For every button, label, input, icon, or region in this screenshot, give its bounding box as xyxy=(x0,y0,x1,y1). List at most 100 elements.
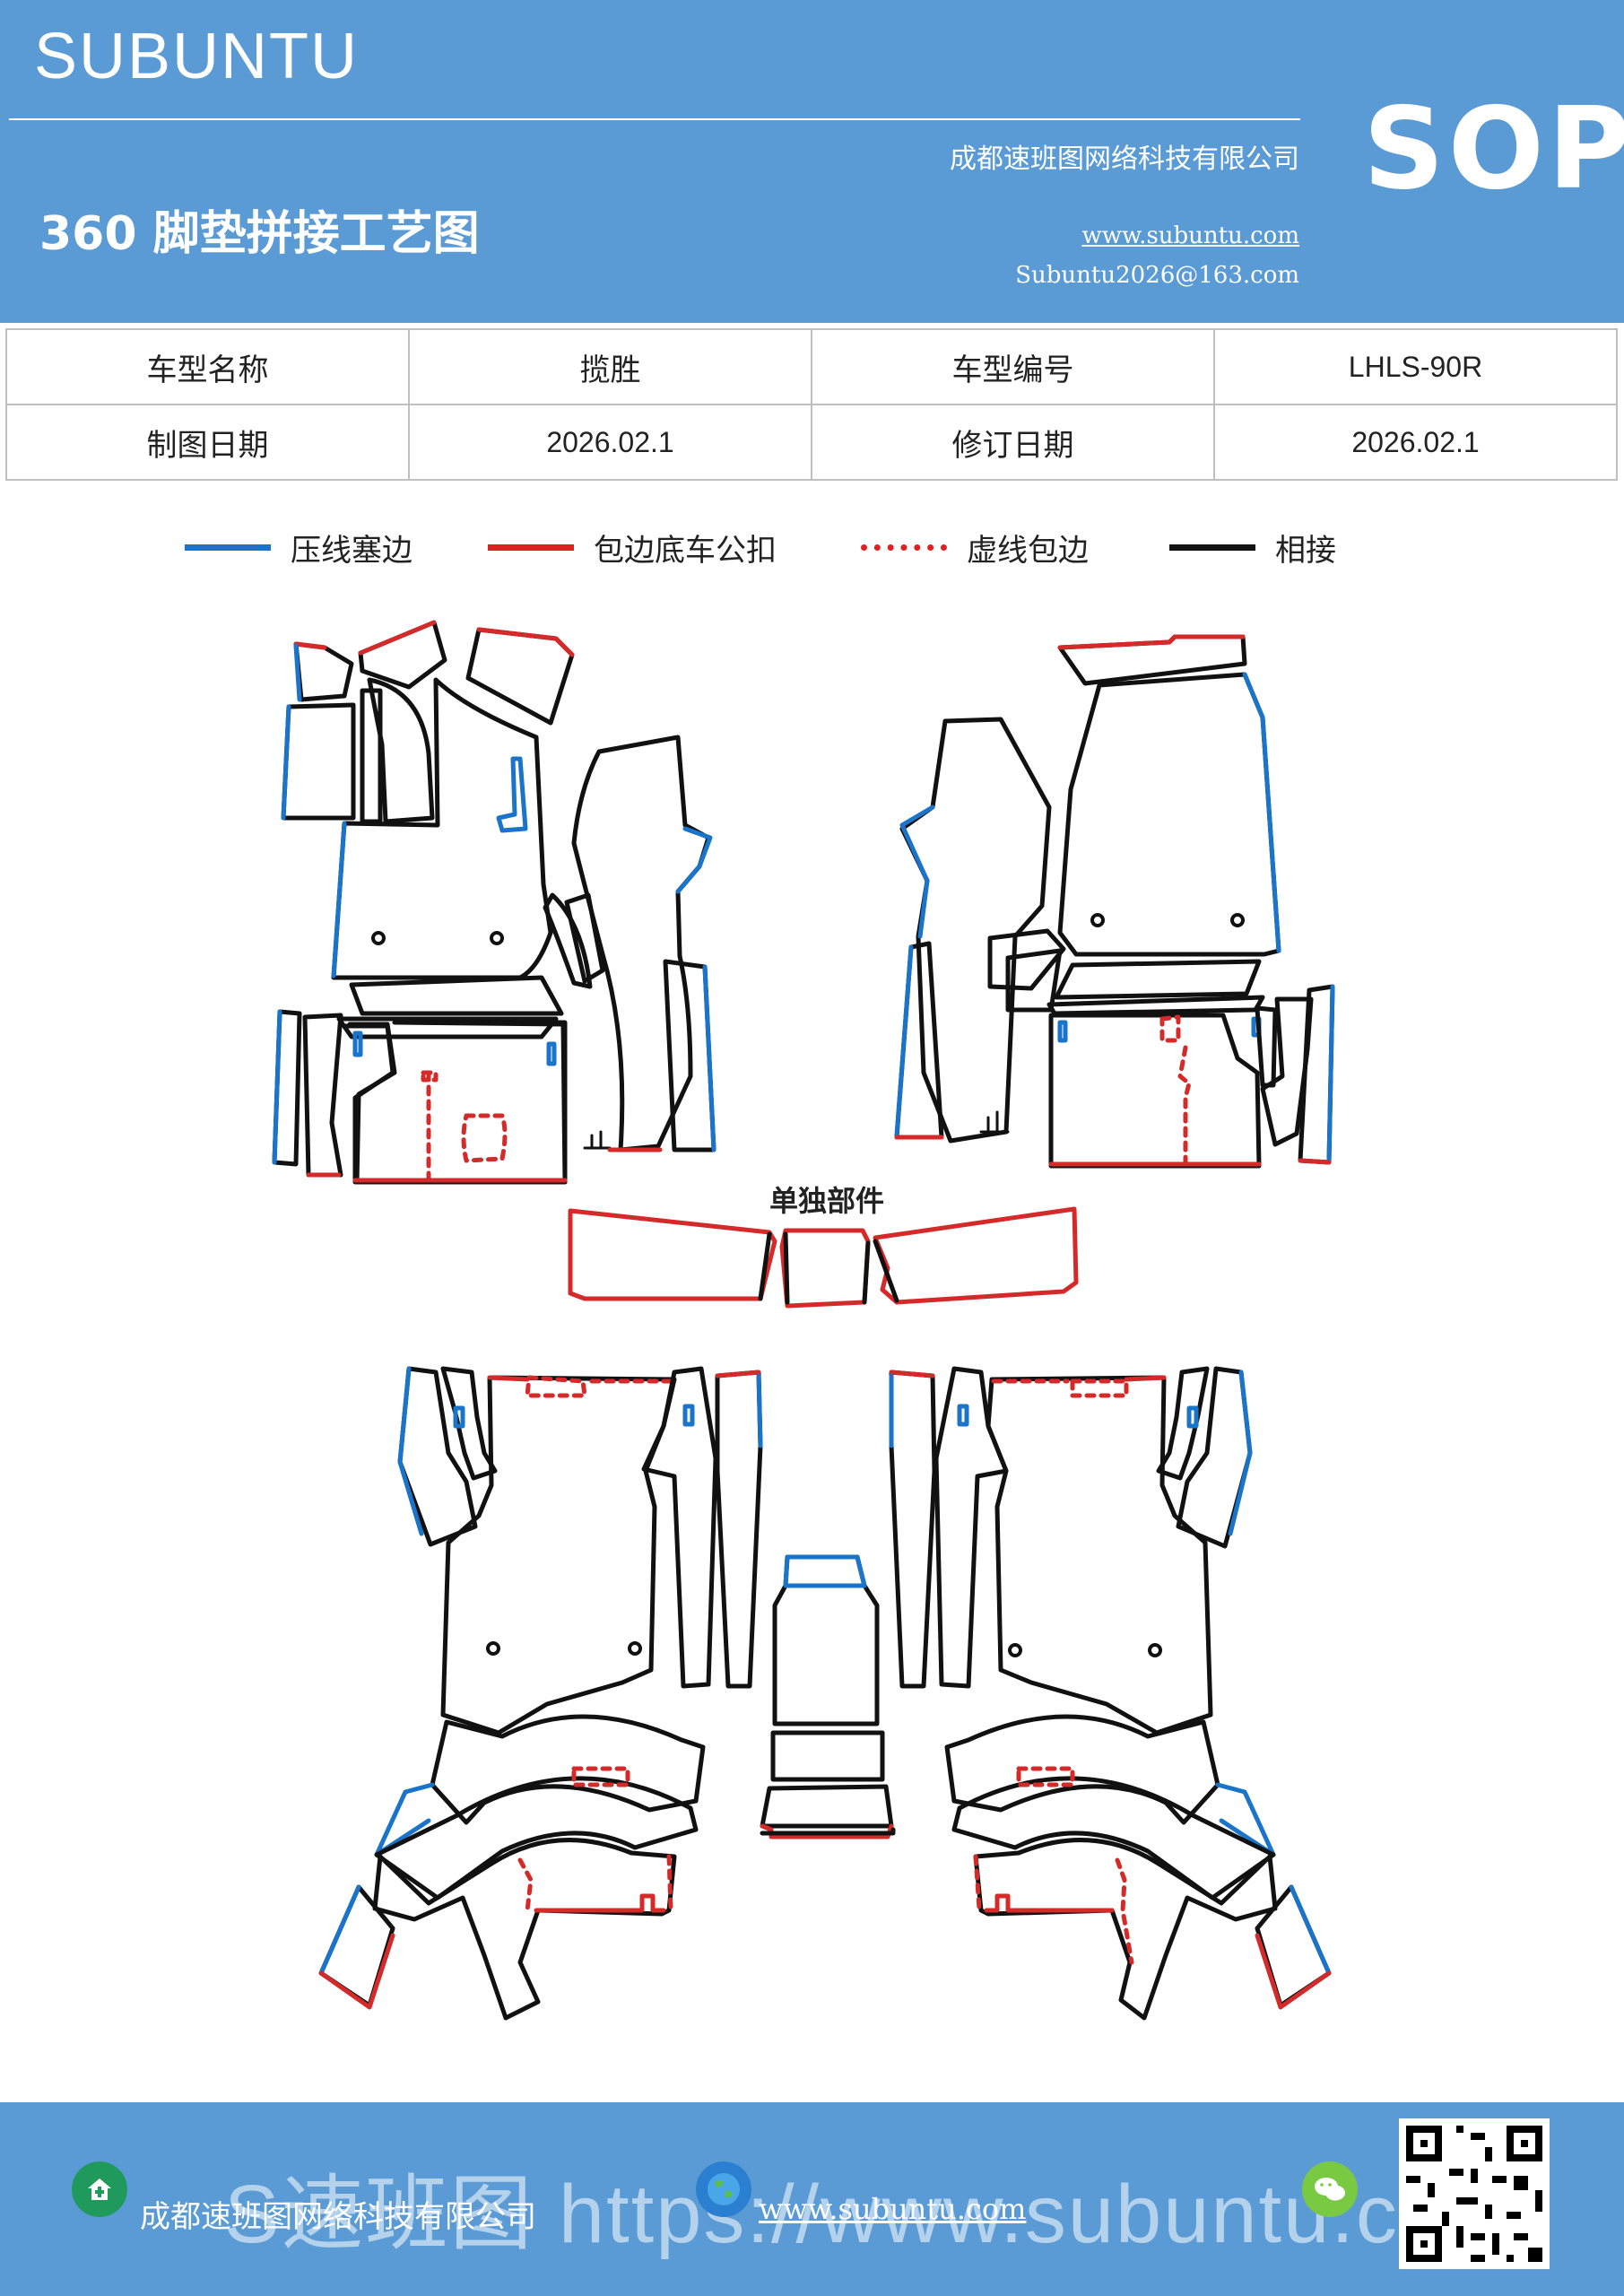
mat-slot-blue xyxy=(546,1041,557,1066)
mat-dashed-edge xyxy=(525,1375,675,1398)
mat-edge-blue xyxy=(318,1884,361,1976)
mat-edge-red xyxy=(1124,1375,1167,1382)
header-banner: SUBUNTU SOP 成都速班图网络科技有限公司 360 脚垫拼接工艺图 ww… xyxy=(0,0,1624,323)
wechat-icon xyxy=(1302,2161,1358,2217)
floor-mat-diagram: 单独部件 xyxy=(272,620,1335,2021)
mat-piece xyxy=(770,1730,885,1782)
mat-piece xyxy=(360,688,383,824)
footer-website-link[interactable]: www.subuntu.com xyxy=(759,2192,1027,2226)
globe-icon xyxy=(696,2161,751,2217)
email-address: Subuntu2026@163.com xyxy=(1015,262,1299,289)
mat-piece xyxy=(465,627,575,726)
mat-piece xyxy=(374,1776,699,1900)
separate-parts-group: 单独部件 xyxy=(568,1184,1079,1309)
footer-banner: S速班图 https://www.subuntu.com 成都速班图网络科技有限… xyxy=(0,2102,1624,2296)
table-cell: 2026.02.1 xyxy=(408,404,812,481)
legend-item-joint: 相接 xyxy=(1169,520,1336,574)
mat-edge-blue xyxy=(1215,1782,1276,1857)
mat-piece xyxy=(293,641,354,702)
mat-hole xyxy=(490,931,504,945)
mat-edge-red xyxy=(715,1370,761,1378)
mat-edge-blue xyxy=(281,704,291,821)
mat-edge-red xyxy=(1298,1158,1332,1165)
mat-piece xyxy=(641,1366,718,1689)
legend-label: 相接 xyxy=(1275,532,1336,569)
mat-edge-blue xyxy=(272,1009,282,1165)
mat-piece xyxy=(987,928,1066,991)
legend-item-edge-buckle: 包边底车公扣 xyxy=(488,520,777,574)
company-name: 成都速班图网络科技有限公司 xyxy=(950,144,1299,175)
mat-slot-blue xyxy=(496,756,528,833)
mat-slot-blue xyxy=(1057,1020,1068,1043)
separate-part xyxy=(758,1231,899,1305)
legend-swatch xyxy=(861,544,947,551)
mat-piece xyxy=(347,1020,568,1185)
mat-edge-blue xyxy=(293,643,302,702)
mat-dashed-edge xyxy=(1159,1014,1192,1169)
mat-piece xyxy=(1054,959,1262,1000)
sop-badge: SOP xyxy=(1363,83,1624,214)
mat-piece xyxy=(372,1838,677,2021)
anchor-mark xyxy=(583,1130,612,1150)
anchor-mark xyxy=(979,1110,1010,1134)
table-cell: 修订日期 xyxy=(811,404,1215,481)
mat-edge-red xyxy=(358,620,437,656)
mat-piece xyxy=(564,892,605,984)
mat-slot-blue xyxy=(352,1031,363,1057)
table-cell: 2026.02.1 xyxy=(1213,404,1618,481)
mat-dashed-edge xyxy=(571,1766,630,1787)
mat-piece xyxy=(1156,1366,1210,1481)
legend-label: 虚线包边 xyxy=(967,532,1089,569)
brand-logo: SUBUNTU xyxy=(34,21,360,92)
footer-company-name: 成都速班图网络科技有限公司 xyxy=(140,2199,536,2235)
table-cell: 制图日期 xyxy=(5,404,410,481)
mat-edge-red xyxy=(487,1375,530,1382)
table-row: 制图日期 2026.02.1 修订日期 2026.02.1 xyxy=(5,404,1618,481)
mat-dashed-edge xyxy=(973,1854,1134,1965)
mat-dashed-edge xyxy=(1016,1766,1075,1787)
mat-piece xyxy=(440,1366,498,1481)
mat-hole xyxy=(1230,913,1245,927)
wechat-icon-glyph xyxy=(1315,2178,1345,2201)
mat-edge-blue xyxy=(1326,984,1335,1163)
mat-edge-blue xyxy=(783,1554,867,1588)
qr-code xyxy=(1399,2118,1550,2269)
mat-piece xyxy=(571,735,711,1152)
legend-label: 包边底车公扣 xyxy=(594,532,777,569)
separate-part xyxy=(873,1206,1079,1305)
mat-piece xyxy=(899,717,1052,1144)
mat-piece xyxy=(302,1013,343,1178)
mat-hole xyxy=(1090,913,1105,927)
website-link[interactable]: www.subuntu.com xyxy=(1081,222,1300,249)
mat-edge-red xyxy=(318,1933,395,2010)
front-left-mat-group xyxy=(272,620,716,1185)
qr-code-glyph xyxy=(1399,2118,1550,2269)
table-cell: 揽胜 xyxy=(408,328,812,405)
mat-edge-blue xyxy=(675,826,713,894)
legend-item-press-line: 压线塞边 xyxy=(185,520,413,574)
header-divider xyxy=(9,118,1300,120)
table-row: 车型名称 揽胜 车型编号 LHLS-90R xyxy=(5,328,1618,405)
mat-piece xyxy=(1057,672,1281,957)
mat-edge-red xyxy=(1057,634,1246,650)
mat-piece xyxy=(760,1784,894,1829)
mat-edge-blue xyxy=(331,821,347,978)
mat-hole xyxy=(486,1641,500,1656)
table-cell: LHLS-90R xyxy=(1213,328,1618,405)
legend-item-dashed-edge: 虚线包边 xyxy=(861,520,1089,574)
mat-edge-red xyxy=(889,1370,935,1378)
legend-swatch xyxy=(1169,544,1255,551)
table-cell: 车型名称 xyxy=(5,328,410,405)
mat-edge-blue xyxy=(899,804,935,939)
mat-edge-blue xyxy=(397,1366,424,1536)
mat-piece xyxy=(889,1370,937,1689)
mat-piece xyxy=(715,1370,763,1689)
mat-slot-blue xyxy=(682,1404,695,1427)
mat-piece xyxy=(349,975,564,1016)
mat-piece xyxy=(281,702,356,821)
mat-hole xyxy=(1148,1643,1162,1657)
mat-hole xyxy=(1008,1643,1022,1657)
mat-slot-blue xyxy=(1186,1405,1199,1429)
center-mat-group xyxy=(760,1554,896,1839)
mat-piece xyxy=(342,1020,568,1185)
